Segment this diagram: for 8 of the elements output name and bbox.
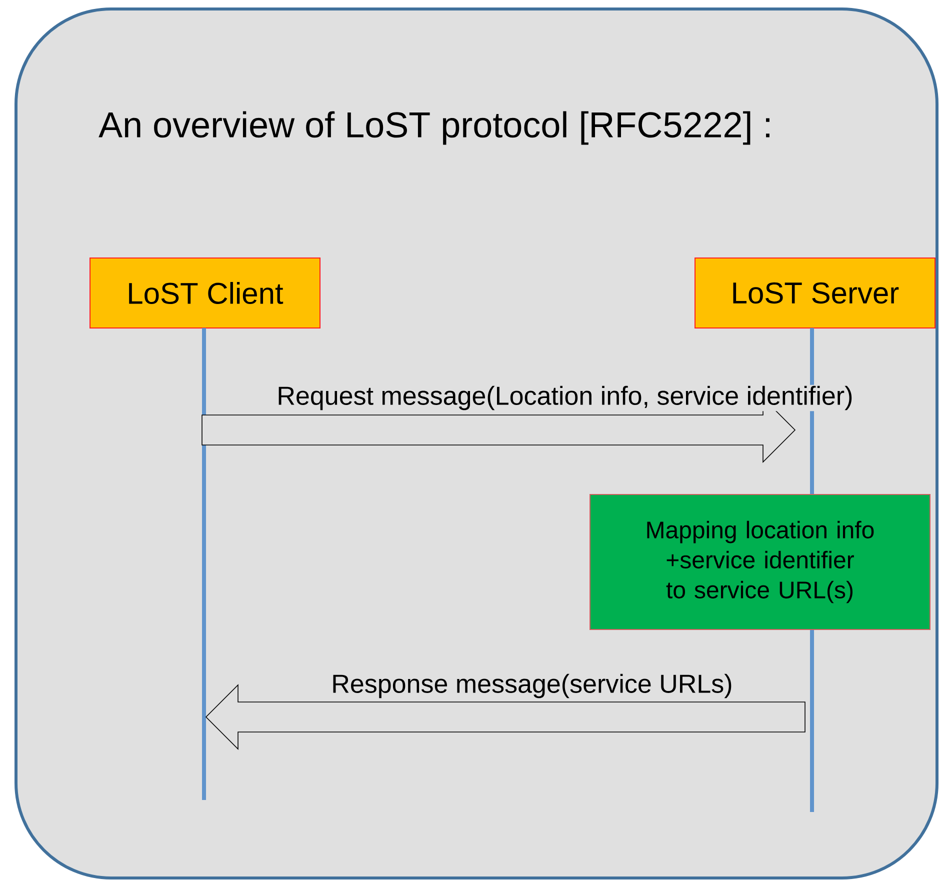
edge-label: Response message(service URLs) <box>330 672 734 700</box>
title: An overview of LoST protocol [RFC5222] : <box>98 111 770 145</box>
block-arrow <box>205 684 806 750</box>
participant-box: LoST Client <box>90 258 320 328</box>
edge-label: Request message(Location info, service identifier) <box>276 384 854 412</box>
lifeline <box>202 328 206 800</box>
process-box: Mapping location info +service identifier to service URL(s) <box>590 494 930 630</box>
participant-box: LoST Server <box>694 258 936 328</box>
